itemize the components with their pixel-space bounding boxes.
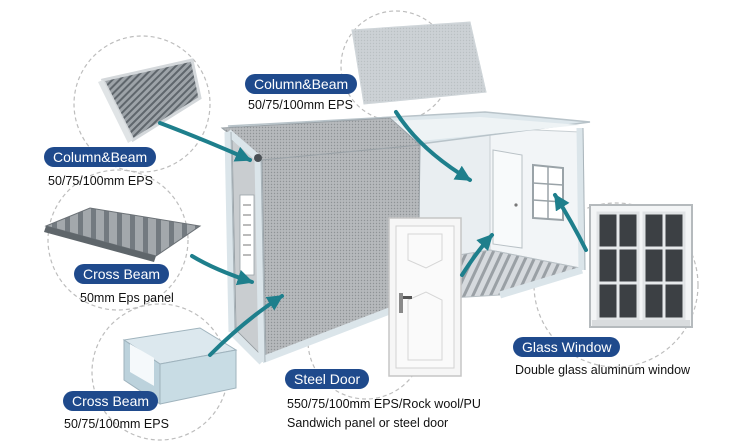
cross-beam-panel-image [44,207,202,262]
arrow-cross-beam-tube [208,294,284,357]
spec-cross-beam-panel: 50mm Eps panel [80,291,174,305]
arrow-glass-window [553,193,588,252]
label-cross-beam-panel: Cross Beam [74,264,170,284]
label-cross-beam-tube: Cross Beam [63,391,159,411]
label-column-beam-left: Column&Beam [44,147,157,167]
cross-beam-tube-image [122,327,238,405]
column-beam-top-image [351,21,487,105]
callout-arrows [158,110,588,357]
arrow-steel-door [460,233,494,277]
spec-steel-door-line2: Sandwich panel or steel door [287,416,449,430]
container-house [220,111,591,365]
arrow-column-beam-top [394,110,472,182]
spec-glass-window: Double glass aluminum window [515,363,691,377]
label-column-beam-top: Column&Beam [245,74,358,94]
label-steel-door: Steel Door [285,369,370,389]
column-beam-left-image [98,58,202,143]
circle-column-beam-left [73,35,211,173]
circle-glass-window [533,202,699,368]
spec-column-beam-left: 50/75/100mm EPS [48,174,153,188]
label-glass-window: Glass Window [513,337,621,357]
glass-window-image [589,204,693,328]
spec-cross-beam-tube: 50/75/100mm EPS [64,417,169,431]
arrow-cross-beam-panel [190,254,254,286]
steel-door-image [388,217,462,377]
circle-cross-beam-panel [47,169,189,311]
spec-steel-door-line1: 550/75/100mm EPS/Rock wool/PU [287,397,481,411]
arrow-column-beam-left [158,121,252,162]
spec-column-beam-top: 50/75/100mm EPS [248,98,353,112]
